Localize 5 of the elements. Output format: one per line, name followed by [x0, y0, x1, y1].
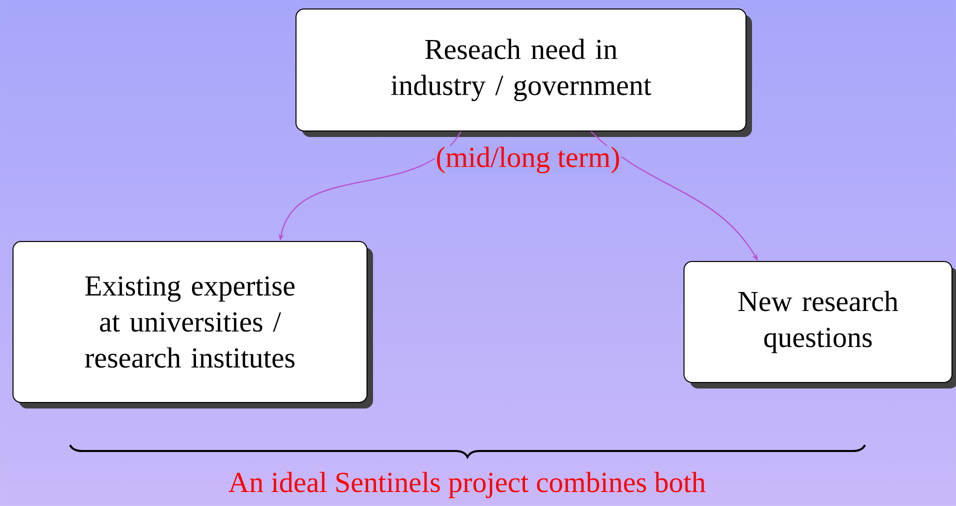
edge-label: (mid/long term)	[434, 146, 622, 174]
text-box: Reseach need in industry / government	[296, 8, 752, 137]
caption: An ideal Sentinels project combines both	[228, 472, 706, 498]
text-box: New research questions	[684, 261, 956, 388]
text-box: Existing expertise at universities / research institutes	[12, 241, 373, 408]
